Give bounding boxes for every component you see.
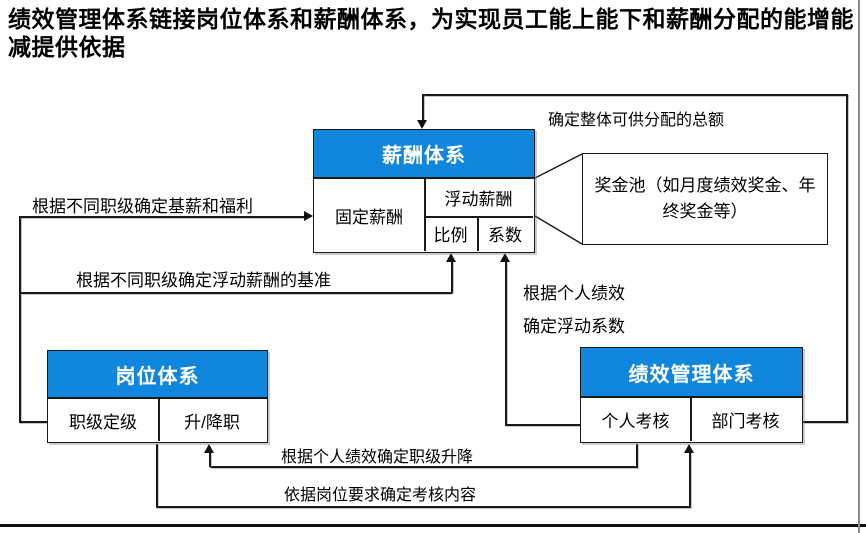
fixed-salary-cell: 固定薪酬 <box>335 207 403 227</box>
label-promotion-rule: 根据个人绩效确定职级升降 <box>281 449 474 466</box>
salary-table-divider-vertical <box>424 179 426 251</box>
arrowhead-into-salary-top <box>417 120 427 129</box>
performance-system-header: 绩效管理体系 <box>580 347 803 397</box>
right-rule <box>858 0 860 533</box>
connector-position-left <box>19 421 48 423</box>
salary-system-table: 固定薪酬 浮动薪酬 比例 系数 <box>313 178 535 253</box>
page-title: 绩效管理体系链接岗位体系和薪酬体系，为实现员工能上能下和薪酬分配的能增能减提供依… <box>8 6 854 60</box>
bottom-rule <box>0 524 866 527</box>
connector-performance-right <box>803 421 848 423</box>
connector-into-salary-top <box>422 94 424 121</box>
bonus-pool-box: 奖金池（如月度绩效奖金、年终奖金等） <box>582 153 828 245</box>
label-floating-base: 根据不同职级确定浮动薪酬的基准 <box>76 271 331 290</box>
salary-table-divider-horizontal <box>424 216 533 218</box>
label-base-salary: 根据不同职级确定基薪和福利 <box>32 197 253 216</box>
connector-base-salary-line <box>19 216 305 218</box>
arrowhead-into-ratio <box>446 253 456 262</box>
connector-assessment-line <box>156 506 691 508</box>
connector-coefficient-vertical <box>505 261 507 425</box>
bonus-pool-text: 奖金池（如月度绩效奖金、年终奖金等） <box>594 175 816 221</box>
performance-system-table: 个人考核 部门考核 <box>580 397 803 443</box>
individual-assessment-cell: 个人考核 <box>601 412 670 431</box>
department-assessment-cell: 部门考核 <box>711 412 780 431</box>
salary-system-header: 薪酬体系 <box>313 129 535 178</box>
position-system-header: 岗位体系 <box>47 350 268 398</box>
arrowhead-into-coefficient <box>500 253 510 262</box>
connector-position-down <box>156 444 158 507</box>
coefficient-cell: 系数 <box>488 226 522 245</box>
label-assessment-content: 依据岗位要求确定考核内容 <box>284 487 477 504</box>
label-total-pool: 确定整体可供分配的总额 <box>548 112 725 129</box>
label-personal-perf-line1: 根据个人绩效 <box>523 284 625 303</box>
position-table-divider <box>158 399 160 441</box>
floating-salary-cell: 浮动薪酬 <box>444 190 513 209</box>
arrowhead-into-promotion <box>204 444 214 453</box>
salary-system-title: 薪酬体系 <box>382 145 466 167</box>
position-system-table: 职级定级 升/降职 <box>47 398 268 443</box>
connector-individual-down <box>636 444 638 467</box>
connector-right-vertical <box>846 94 848 422</box>
ratio-cell: 比例 <box>433 226 468 245</box>
promotion-cell: 升/降职 <box>184 412 240 432</box>
performance-table-divider <box>690 398 692 441</box>
label-personal-perf-line2: 确定浮动系数 <box>523 317 625 336</box>
connector-coefficient-horizontal <box>505 424 581 426</box>
connector-left-vertical <box>19 216 21 423</box>
grading-cell: 职级定级 <box>69 412 137 432</box>
position-system-title: 岗位体系 <box>115 365 200 388</box>
arrowhead-into-performance-bottom <box>684 444 694 453</box>
performance-system-title: 绩效管理体系 <box>628 363 755 386</box>
arrowhead-into-fixed-salary <box>304 211 313 221</box>
connector-floating-base-line <box>19 292 452 294</box>
connector-assessment-up <box>689 452 691 507</box>
connector-promotion-line <box>210 466 638 468</box>
connector-into-ratio <box>451 261 453 293</box>
salary-table-divider-ratio-coef <box>477 216 479 251</box>
connector-top-horizontal <box>422 94 848 96</box>
connector-promotion-up <box>209 452 211 467</box>
